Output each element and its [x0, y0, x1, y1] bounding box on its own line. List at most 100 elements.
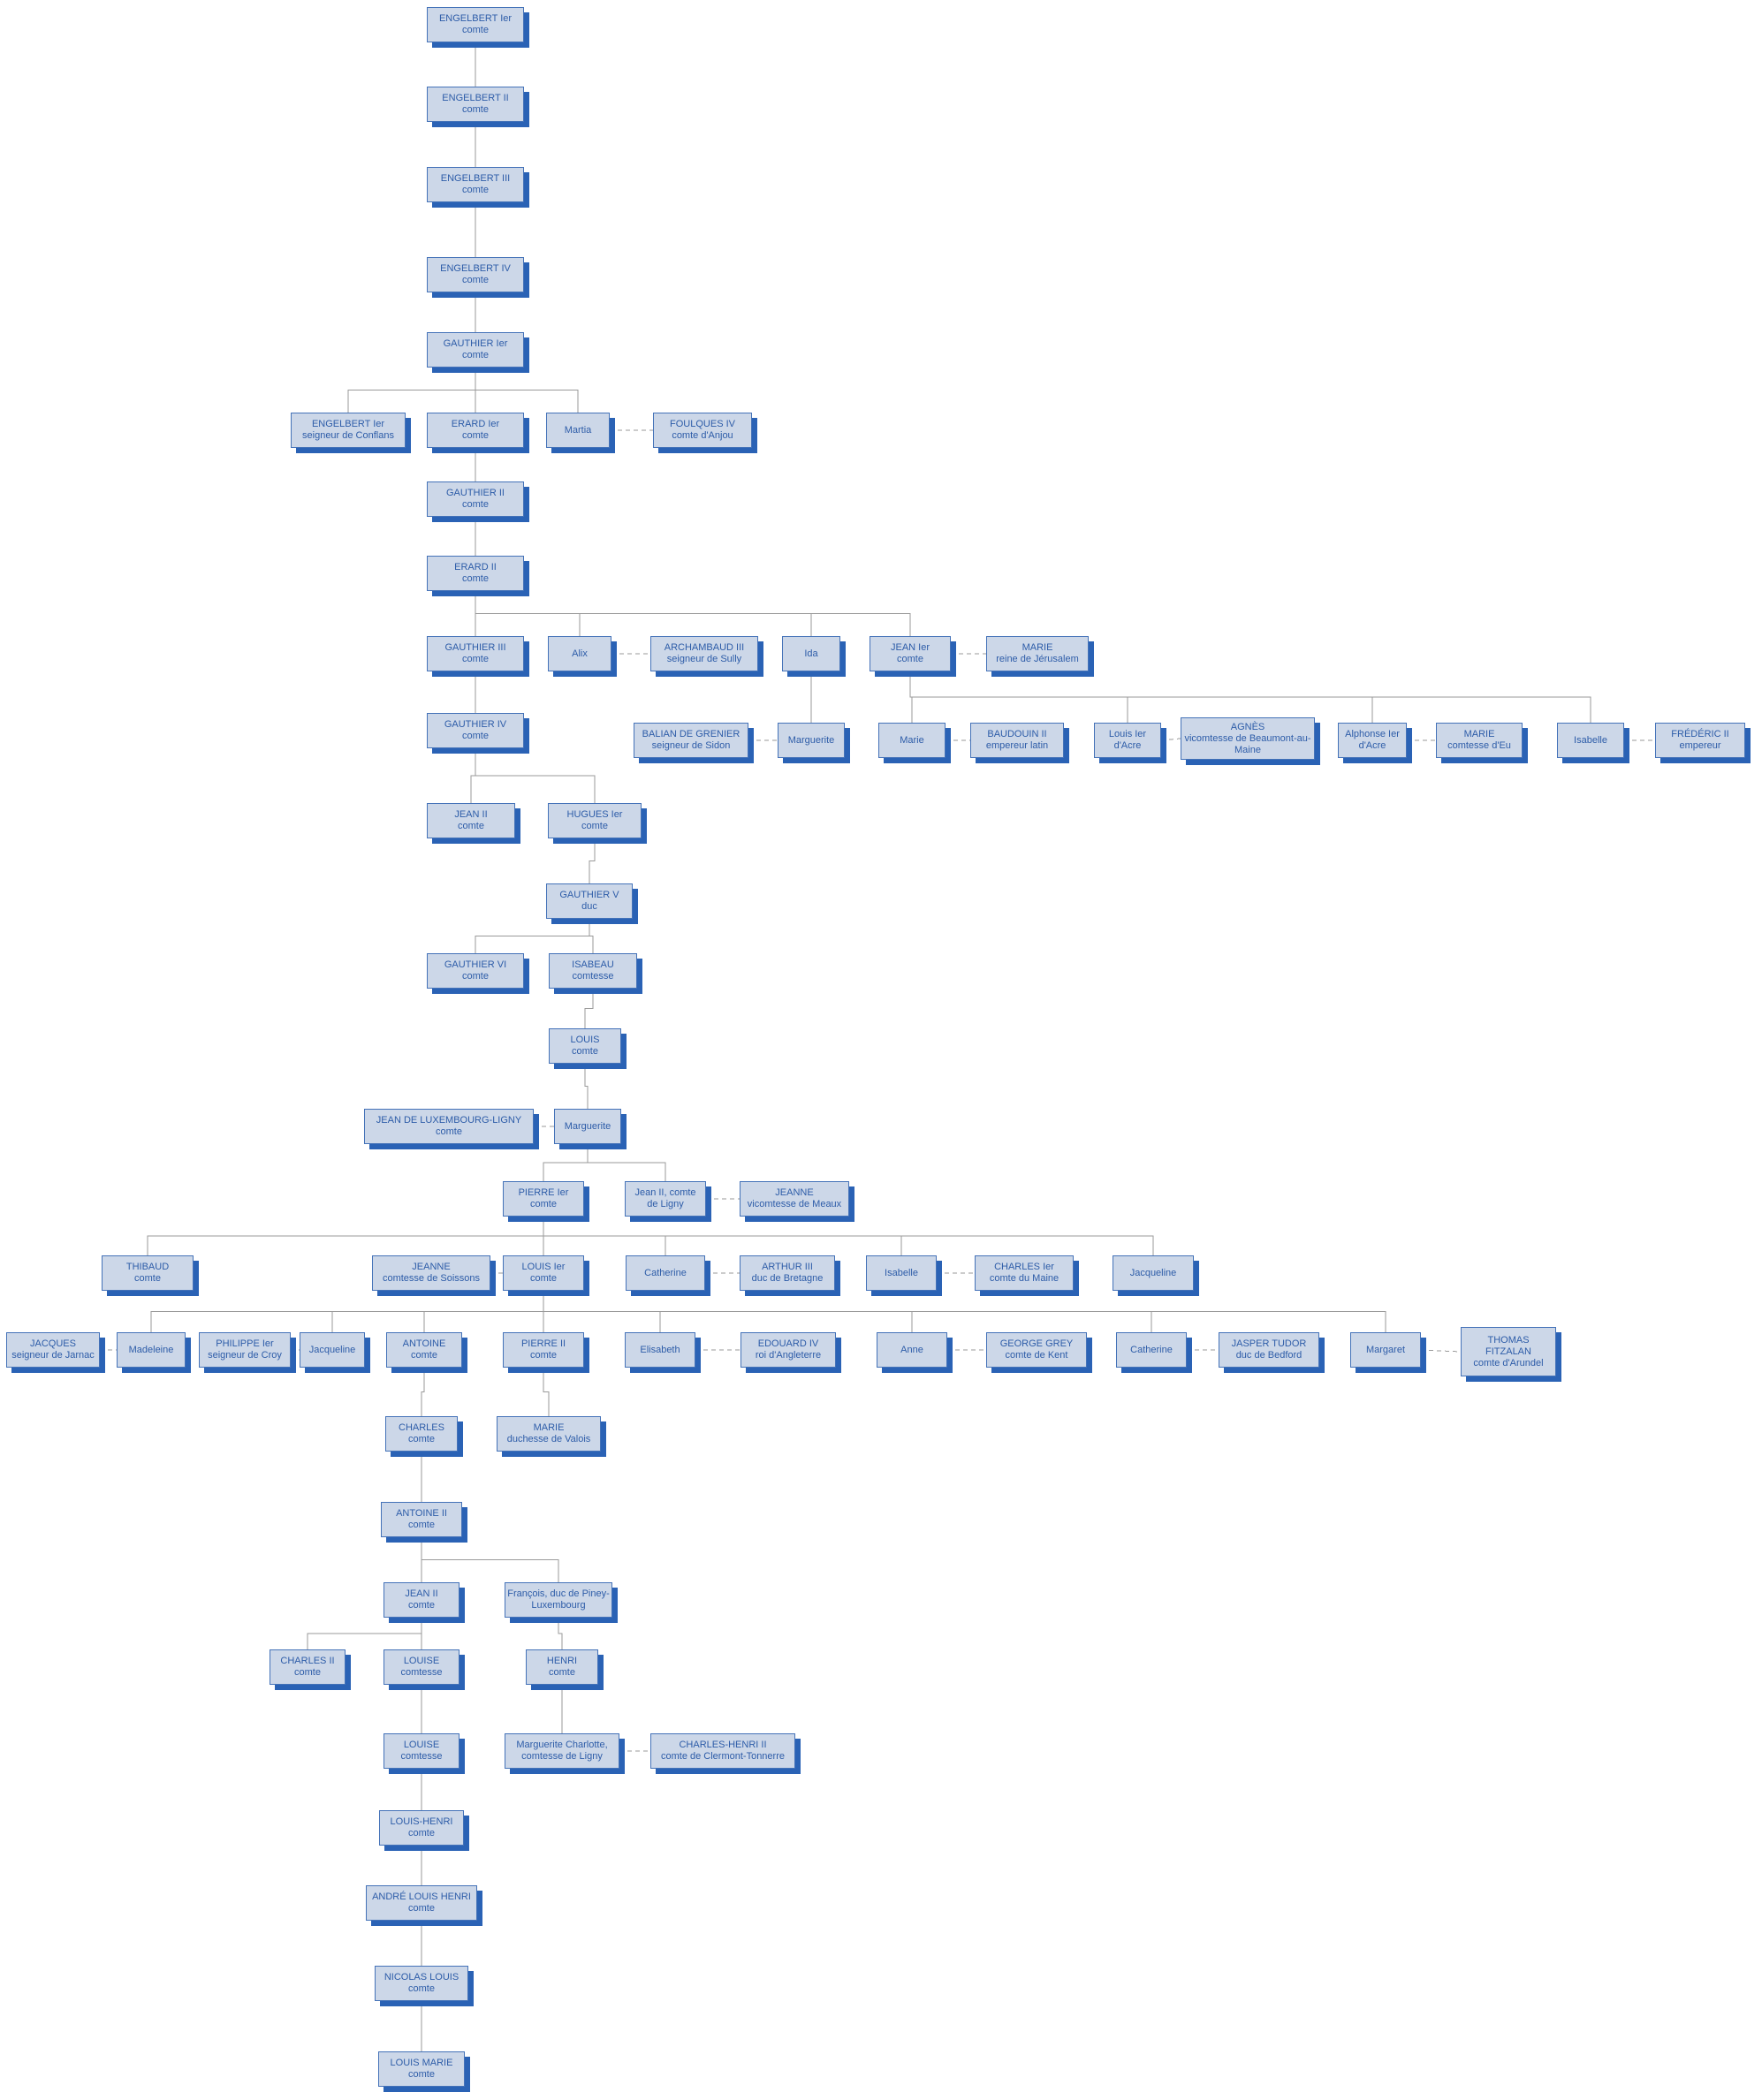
node-subtitle: comte — [436, 1126, 462, 1137]
node-subtitle: seigneur de Croy — [208, 1350, 282, 1361]
tree-node-elisabeth: Elisabeth — [625, 1332, 695, 1368]
node-subtitle: seigneur de Jarnac — [11, 1350, 95, 1361]
node-subtitle: comte — [408, 1983, 435, 1994]
node-name: ANDRÉ LOUIS HENRI — [372, 1892, 471, 1902]
node-subtitle: seigneur de Conflans — [302, 430, 394, 441]
node-subtitle: comte — [897, 654, 923, 664]
tree-node-margueriteCharlotte: Marguerite Charlotte,comtesse de Ligny — [505, 1733, 619, 1769]
tree-node-catherine2: Catherine — [1116, 1332, 1187, 1368]
node-name: JEANNE — [775, 1187, 814, 1198]
node-name: PIERRE Ier — [518, 1187, 569, 1198]
node-name: LOUIS-HENRI — [390, 1816, 453, 1827]
edge-marguerite2-pierre1 — [543, 1144, 589, 1181]
node-subtitle: comte d'Anjou — [672, 430, 733, 441]
node-subtitle: duc de Bretagne — [751, 1273, 824, 1284]
node-subtitle: comte — [294, 1667, 321, 1678]
node-name: LOUIS — [570, 1035, 600, 1045]
node-subtitle: comte du Maine — [989, 1273, 1059, 1284]
edge-francois-henri — [558, 1618, 563, 1649]
node-name: LOUIS Ier — [521, 1262, 566, 1272]
node-subtitle: comtesse d'Eu — [1447, 740, 1511, 751]
node-name: CHARLES II — [280, 1656, 335, 1666]
node-name: JEAN II — [405, 1588, 438, 1599]
edge-margaret-thomasFitzalan — [1420, 1349, 1462, 1353]
node-subtitle: comte — [462, 350, 489, 360]
node-subtitle: comte — [462, 430, 489, 441]
node-name: HUGUES Ier — [566, 809, 623, 820]
node-subtitle: comte — [530, 1199, 557, 1209]
edge-jean1-isabelle1 — [909, 671, 1591, 723]
node-name: Martia — [564, 424, 592, 436]
node-name: Isabelle — [885, 1267, 918, 1278]
node-name: Marguerite — [787, 734, 835, 746]
node-subtitle: comtesse — [572, 971, 614, 982]
node-subtitle: comte de Kent — [1005, 1350, 1068, 1361]
edge-gauthier5-gauthier6 — [475, 919, 590, 953]
tree-node-marguerite2: Marguerite — [554, 1109, 621, 1144]
node-name: FOULQUES IV — [670, 419, 735, 429]
node-subtitle: comte — [408, 1600, 435, 1611]
node-name: JASPER TUDOR — [1231, 1338, 1307, 1349]
edge-hugues1-gauthier5 — [589, 838, 596, 883]
node-name: FRÉDÉRIC II — [1671, 729, 1729, 739]
node-subtitle: comte — [462, 275, 489, 285]
node-subtitle: comte — [530, 1273, 557, 1284]
node-name: Jacqueline — [1129, 1267, 1177, 1278]
node-name: ERARD II — [454, 562, 497, 572]
node-subtitle: comte — [408, 1434, 435, 1444]
node-subtitle: comtesse — [400, 1751, 443, 1762]
tree-node-marie2: Marie — [878, 723, 946, 758]
tree-node-martia: Martia — [546, 413, 610, 448]
node-subtitle: seigneur de Sidon — [651, 740, 731, 751]
node-subtitle: vicomtesse de Beaumont-au-Maine — [1184, 732, 1311, 755]
tree-node-jacqueline1: Jacqueline — [1113, 1255, 1194, 1291]
node-name: HENRI — [546, 1656, 578, 1666]
tree-node-madeleine: Madeleine — [117, 1332, 186, 1368]
node-subtitle: comte d'Arundel — [1473, 1357, 1544, 1368]
node-name: THIBAUD — [125, 1262, 170, 1272]
node-name: GAUTHIER Ier — [443, 338, 508, 349]
edge-louisAcre-agnes — [1160, 738, 1181, 741]
node-subtitle: comte — [458, 821, 484, 831]
edge-erard2-jean1 — [475, 591, 911, 636]
node-name: GAUTHIER V — [559, 890, 619, 900]
node-subtitle: comte — [462, 185, 489, 195]
node-subtitle: vicomtesse de Meaux — [747, 1199, 842, 1209]
node-name: Marguerite Charlotte, — [516, 1740, 608, 1750]
node-name: JACQUES — [30, 1338, 76, 1349]
node-subtitle: reine de Jérusalem — [996, 654, 1079, 664]
node-subtitle: comte — [462, 731, 489, 741]
tree-node-margaret: Margaret — [1350, 1332, 1421, 1368]
node-name: ENGELBERT III — [440, 173, 511, 184]
node-name: ANTOINE II — [396, 1508, 447, 1519]
node-name: Jacqueline — [308, 1344, 356, 1355]
node-name: EDOUARD IV — [757, 1338, 819, 1349]
node-name: BAUDOUIN II — [987, 729, 1047, 739]
node-subtitle: empereur — [1679, 740, 1721, 751]
